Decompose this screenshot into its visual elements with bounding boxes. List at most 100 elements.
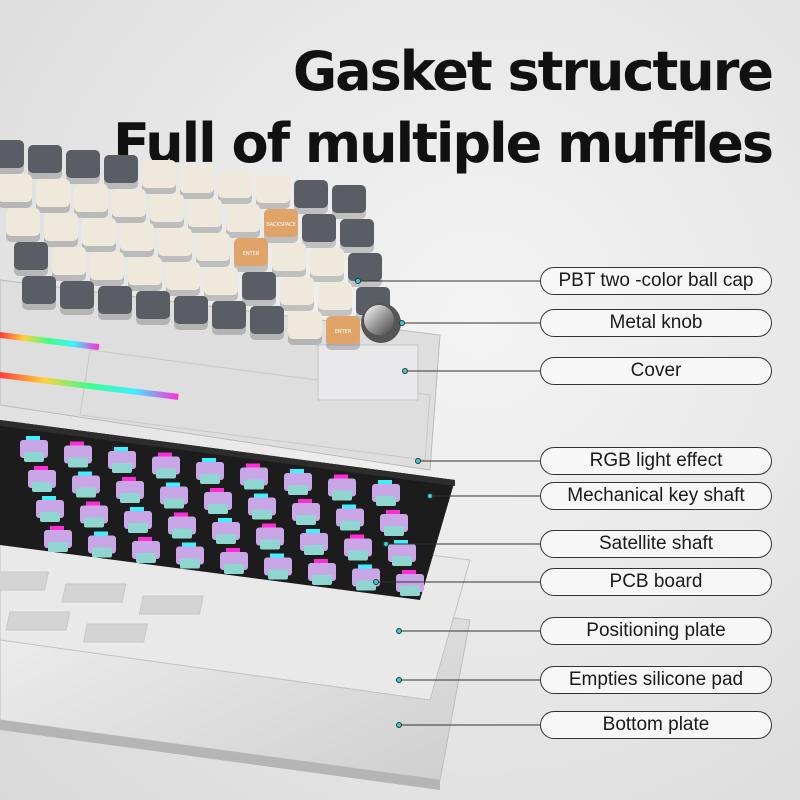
switch bbox=[72, 471, 100, 498]
keycap bbox=[120, 223, 154, 257]
switch bbox=[248, 493, 276, 520]
switch bbox=[108, 447, 136, 473]
switch bbox=[372, 480, 400, 506]
keycap bbox=[218, 170, 252, 204]
switch bbox=[204, 488, 232, 514]
switch bbox=[256, 523, 284, 550]
switch bbox=[20, 436, 48, 462]
keycap bbox=[6, 208, 40, 242]
keycap: BACKSPACE bbox=[264, 209, 298, 243]
switch bbox=[28, 466, 56, 492]
keycap bbox=[332, 185, 366, 219]
switch bbox=[196, 458, 224, 484]
keycap bbox=[28, 145, 62, 179]
switch bbox=[88, 531, 116, 558]
switch bbox=[328, 474, 356, 501]
keycap bbox=[272, 243, 306, 277]
keycap bbox=[142, 160, 176, 194]
keycap-legend: ENTER bbox=[335, 329, 352, 335]
keycap bbox=[136, 291, 170, 325]
switch bbox=[344, 534, 372, 561]
keycap bbox=[212, 301, 246, 335]
keycap bbox=[250, 306, 284, 340]
callout-rgb-light-effect: RGB light effect bbox=[540, 447, 772, 475]
keycap bbox=[340, 219, 374, 253]
keycap bbox=[166, 262, 200, 296]
keycap bbox=[288, 311, 322, 345]
metal-knob bbox=[361, 303, 401, 343]
keycap bbox=[104, 155, 138, 189]
rgb-light-strips bbox=[0, 332, 179, 400]
keycap bbox=[150, 194, 184, 228]
keycap bbox=[82, 218, 116, 252]
keycap bbox=[310, 248, 344, 282]
keycap: ENTER bbox=[326, 316, 360, 350]
callout-mechanical-key-shaft: Mechanical key shaft bbox=[540, 482, 772, 510]
keycap-legend: BACKSPACE bbox=[266, 222, 295, 228]
keycap bbox=[318, 282, 352, 316]
callout-metal-knob: Metal knob bbox=[540, 309, 772, 337]
switch bbox=[336, 504, 364, 531]
switch bbox=[220, 548, 248, 574]
keycap bbox=[112, 189, 146, 223]
keycap bbox=[174, 296, 208, 330]
switch bbox=[388, 540, 416, 566]
keycap bbox=[302, 214, 336, 248]
switch bbox=[300, 529, 328, 555]
switch bbox=[308, 559, 336, 585]
keycap bbox=[128, 257, 162, 291]
keycap bbox=[196, 233, 230, 267]
switch bbox=[124, 507, 152, 533]
switch bbox=[292, 499, 320, 525]
switch bbox=[176, 542, 204, 569]
switch bbox=[284, 469, 312, 495]
keycap-legend: ENTER bbox=[243, 251, 260, 257]
switch bbox=[160, 482, 188, 509]
keycap bbox=[158, 228, 192, 262]
switch bbox=[264, 553, 292, 580]
keycap bbox=[242, 272, 276, 306]
callout-bottom-plate: Bottom plate bbox=[540, 711, 772, 739]
switch bbox=[64, 441, 92, 468]
switch bbox=[152, 452, 180, 479]
keycap bbox=[0, 140, 24, 174]
callout-empties-silicone-pad: Empties silicone pad bbox=[540, 666, 772, 694]
keycap bbox=[66, 150, 100, 184]
switch bbox=[168, 512, 196, 539]
keycap bbox=[348, 253, 382, 287]
keycap bbox=[226, 204, 260, 238]
keycap bbox=[280, 277, 314, 311]
keycap bbox=[294, 180, 328, 214]
keycap bbox=[204, 267, 238, 301]
callout-pcb-board: PCB board bbox=[540, 568, 772, 596]
keycap bbox=[188, 199, 222, 233]
switch bbox=[380, 510, 408, 536]
switch bbox=[396, 570, 424, 596]
keycap bbox=[22, 276, 56, 310]
callout-satellite-shaft: Satellite shaft bbox=[540, 530, 772, 558]
callout-cover: Cover bbox=[540, 357, 772, 385]
switch bbox=[132, 537, 160, 563]
switch bbox=[44, 526, 72, 552]
headline-line-2: Full of multiple muffles bbox=[113, 112, 774, 175]
keycap bbox=[36, 179, 70, 213]
keycap bbox=[44, 213, 78, 247]
keycap bbox=[98, 286, 132, 320]
keycap bbox=[180, 165, 214, 199]
keycap bbox=[14, 242, 48, 276]
switch bbox=[116, 477, 144, 503]
leader-lines bbox=[355, 278, 540, 728]
switch bbox=[36, 496, 64, 522]
switch bbox=[80, 501, 108, 528]
switch bbox=[240, 463, 268, 490]
headline-line-1: Gasket structure bbox=[292, 40, 774, 103]
keycap bbox=[52, 247, 86, 281]
keycap bbox=[74, 184, 108, 218]
callout-positioning-plate: Positioning plate bbox=[540, 617, 772, 645]
keycap bbox=[60, 281, 94, 315]
keycap: ENTER bbox=[234, 238, 268, 272]
mechanical-switches bbox=[20, 436, 424, 596]
callout-pbt-two-color-ball-cap: PBT two -color ball cap bbox=[540, 267, 772, 295]
keycap bbox=[256, 175, 290, 209]
